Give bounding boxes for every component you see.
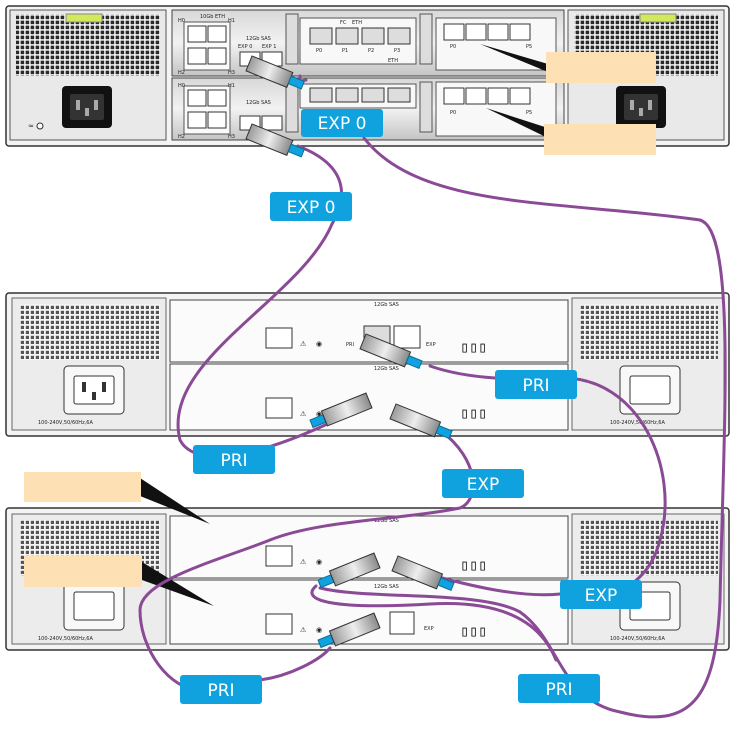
tag-enc1-pri-bottom: PRI: [193, 445, 275, 474]
controller-b: H0 H1 H2 H3 12Gb SAS P0 P5: [171, 77, 565, 141]
enc2-psu-right-rating: 100-240V,50/60Hz,6A: [610, 636, 665, 642]
port-h0-label: H0: [178, 18, 185, 24]
warning-icon: ⚠: [300, 340, 307, 348]
enc2-psu-right: 100-240V,50/60Hz,6A: [571, 513, 725, 645]
id-icon: ◉: [316, 558, 322, 566]
warning-icon: ⚠: [300, 626, 307, 634]
tag-enc2-pri-left: PRI: [180, 675, 262, 704]
connectors: [245, 55, 455, 649]
ctrl-b-eth-p0: P0: [450, 110, 456, 116]
connector-enc2-b: [317, 612, 381, 649]
warning-icon: ⚠: [300, 410, 307, 418]
tag-enc1-pri-top-text: PRI: [522, 376, 549, 396]
enc2-psu-left-rating: 100-240V,50/60Hz,6A: [38, 636, 93, 642]
port-h2-label: H2: [178, 70, 185, 76]
enc1-psu-right-rating: 100-240V,50/60Hz,6A: [610, 420, 665, 426]
tag-ctrl-exp0-a: EXP 0: [301, 109, 383, 137]
ctrl-a-exp1-label: EXP 1: [262, 44, 276, 50]
tag-enc1-pri-top: PRI: [495, 370, 577, 399]
ctrl-b-sas-label: 12Gb SAS: [246, 100, 271, 106]
enc1-psu-right: 100-240V,50/60Hz,6A: [571, 297, 725, 431]
id-icon: ◉: [316, 410, 322, 418]
cable-enc2-cross: [310, 584, 558, 662]
connector-ctrl-b-exp0: [245, 123, 305, 158]
enc1-psu-left-rating: 100-240V,50/60Hz,6A: [38, 420, 93, 426]
ctrl-a-fc-p0: P0: [316, 48, 322, 54]
ctrl-a-fc-p1: P1: [342, 48, 348, 54]
connector-enc1-b-left: [309, 392, 373, 429]
enc2-a-sas-label: 12Gb SAS: [374, 518, 399, 524]
ctrl-a-sas-label: 12Gb SAS: [246, 36, 271, 42]
enc1-b-sas-label: 12Gb SAS: [374, 366, 399, 372]
enc1-a-sas-label: 12Gb SAS: [374, 302, 399, 308]
ctrl-a-eth-label: 10Gb ETH: [200, 14, 225, 20]
ctrl-b-h3-label: H3: [228, 134, 235, 140]
tag-ctrl-exp0-b: EXP 0: [270, 192, 352, 221]
tag-enc2-exp: EXP: [560, 580, 642, 609]
tag-enc1-exp: EXP: [442, 469, 524, 498]
controller-psu-left: ≈: [9, 9, 167, 141]
tag-ctrl-exp0-b-text: EXP 0: [287, 198, 336, 218]
connector-enc2-a-left: [317, 552, 381, 589]
callout-box-4: [24, 556, 142, 587]
ctrl-b-eth-p5: P5: [526, 110, 532, 116]
callout-box-2: [544, 124, 656, 155]
ctrl-a-io-label: ETH: [388, 58, 398, 64]
connector-enc1-b-right: [389, 403, 453, 440]
ctrl-a-fc-p3: P3: [394, 48, 400, 54]
enc1-psu-left: 100-240V,50/60Hz,6A: [11, 297, 167, 431]
enc1-a-display: ▯▯▯: [460, 338, 487, 356]
callout-pointer-3: [140, 478, 210, 524]
connector-enc1-a: [359, 333, 423, 370]
psu-symbol-text: ≈: [28, 122, 34, 130]
connector-ctrl-a-exp0: [245, 55, 305, 90]
callout-pointer-4: [142, 562, 214, 606]
ctrl-a-eth-module-label: ETH: [352, 20, 362, 26]
tag-enc1-pri-bottom-text: PRI: [220, 451, 247, 471]
tag-enc2-pri-left-text: PRI: [207, 681, 234, 701]
enc1-b-display: ▯▯▯: [460, 404, 487, 422]
enc2-a-display: ▯▯▯: [460, 556, 487, 574]
tag-enc2-pri-right: PRI: [518, 674, 600, 703]
port-h3-label: H3: [228, 70, 235, 76]
ctrl-a-fc-label: FC: [340, 20, 347, 26]
enc1-a-pri-label: PRI: [346, 342, 354, 348]
ctrl-a-exp0-label: EXP 0: [238, 44, 252, 50]
callouts: [24, 44, 656, 606]
enc2-b-display: ▯▯▯: [460, 622, 487, 640]
callout-box-1: [546, 52, 656, 83]
tag-enc2-exp-text: EXP: [585, 586, 618, 606]
callout-pointer-2: [486, 108, 548, 138]
tag-ctrl-exp0-a-text: EXP 0: [318, 114, 367, 134]
tag-enc1-exp-text: EXP: [467, 475, 500, 495]
tag-enc2-pri-right-text: PRI: [545, 680, 572, 700]
port-h1-label: H1: [228, 18, 235, 24]
ctrl-b-h2-label: H2: [178, 134, 185, 140]
warning-icon: ⚠: [300, 558, 307, 566]
enc2-b-sas-label: 12Gb SAS: [374, 584, 399, 590]
ctrl-a-eth-p0: P0: [450, 44, 456, 50]
ctrl-a-fc-p2: P2: [368, 48, 374, 54]
tags: EXP 0 EXP 0 PRI PRI EXP EXP PRI PRI: [180, 109, 642, 704]
controller-a: H0 H1 H2 H3 10Gb ETH 12Gb SAS EXP 0 EXP …: [171, 9, 565, 77]
enc1-a-exp-label: EXP: [426, 342, 436, 348]
cable-ctrl-a-to-enc2: [318, 136, 727, 719]
disk-enclosure-1: 100-240V,50/60Hz,6A 100-240V,50/60Hz,6A …: [5, 292, 730, 437]
id-icon: ◉: [316, 340, 322, 348]
connector-enc2-a-right: [391, 555, 455, 592]
callout-box-3: [24, 472, 141, 502]
ctrl-b-h0-label: H0: [178, 83, 185, 89]
enc2-b-exp-label: EXP: [424, 626, 434, 632]
callout-pointer-1: [480, 44, 548, 72]
ctrl-a-eth-p5: P5: [526, 44, 532, 50]
id-icon: ◉: [316, 626, 322, 634]
ctrl-b-h1-label: H1: [228, 83, 235, 89]
cable-enc2b-pri: [258, 646, 332, 682]
